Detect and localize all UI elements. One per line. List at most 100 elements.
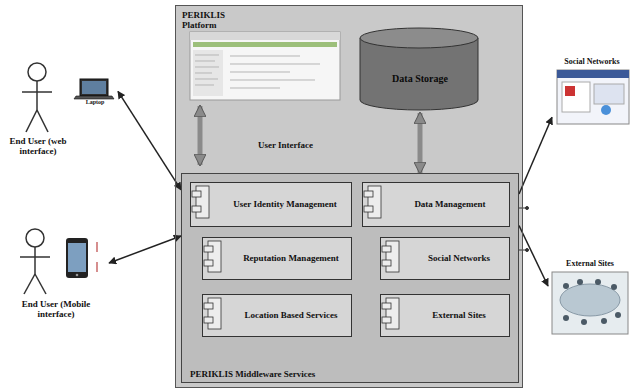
ui-screenshot xyxy=(195,61,215,62)
node-title: PERIKLIS Platform xyxy=(182,10,240,30)
ui-screenshot xyxy=(193,50,223,96)
component-icon xyxy=(382,303,391,309)
external-sites-picture xyxy=(563,283,569,289)
external-sites-picture xyxy=(615,312,621,318)
connector xyxy=(418,113,423,173)
node-ground xyxy=(175,5,523,388)
ui-screenshot xyxy=(195,79,218,80)
node-title: External Sites xyxy=(548,260,632,269)
connector xyxy=(118,91,181,190)
node-title: External Sites xyxy=(415,310,503,320)
stick-figure xyxy=(20,256,50,258)
storage-cylinder xyxy=(360,28,478,110)
ui-screenshot xyxy=(190,32,340,100)
external-sites-picture xyxy=(552,272,628,334)
stick-figure xyxy=(28,63,46,81)
ui-screenshot xyxy=(230,80,315,81)
connector xyxy=(109,236,181,263)
laptop-icon xyxy=(74,96,114,99)
stick-figure xyxy=(36,81,38,110)
phone-icon xyxy=(96,262,97,272)
component-icon xyxy=(382,246,391,252)
external-system: External Sites xyxy=(548,258,632,338)
stick-figure xyxy=(20,229,50,294)
external-sites-picture xyxy=(595,279,601,285)
component-box: Reputation Management xyxy=(202,237,352,280)
node-title: Data Storage xyxy=(392,73,448,84)
component-icon xyxy=(192,206,201,212)
node-ground xyxy=(380,237,510,280)
connector xyxy=(519,117,552,194)
laptop-icon xyxy=(74,79,114,99)
external-sites-picture xyxy=(581,319,587,325)
storage-cylinder: Data Storage xyxy=(361,28,479,113)
component-icon xyxy=(204,260,213,266)
node-ground xyxy=(181,173,519,383)
component-icon xyxy=(364,206,373,212)
component-box: Data Management xyxy=(362,182,510,227)
ui-screenshot xyxy=(230,72,290,73)
ui-screenshot xyxy=(195,67,219,68)
component-icon xyxy=(204,303,213,309)
stick-figure xyxy=(35,274,46,294)
component-icon xyxy=(204,317,213,323)
node-title: PERIKLIS Middleware Services xyxy=(190,369,315,379)
external-system: Social Networks xyxy=(552,56,632,128)
ui-screenshot xyxy=(195,85,214,86)
phone-icon xyxy=(68,243,86,272)
ui-screenshot xyxy=(230,88,280,89)
node-title: Social Networks xyxy=(552,58,632,67)
ui-double-arrow xyxy=(198,106,203,165)
stick-figure xyxy=(24,274,35,294)
component-box: User Identity Management xyxy=(190,182,352,227)
component-icon xyxy=(364,191,373,197)
social-network-picture xyxy=(601,105,611,115)
component-icon xyxy=(192,191,201,197)
stick-figure xyxy=(26,110,37,132)
component-icon xyxy=(382,317,391,323)
middleware-box: PERIKLIS Middleware Services User Identit… xyxy=(181,173,519,383)
node-ground xyxy=(362,182,510,227)
port-stub xyxy=(526,207,529,210)
external-sites-picture xyxy=(577,279,583,285)
ui-screenshot xyxy=(195,55,320,88)
node-ground xyxy=(380,294,510,337)
stick-figure xyxy=(34,247,36,274)
social-network-picture xyxy=(557,70,629,124)
component-box: External Sites xyxy=(380,294,510,337)
platform-box: PERIKLIS PlatformData StoragePERIKLIS Mi… xyxy=(175,5,523,388)
node-ground xyxy=(202,294,352,337)
laptop-icon xyxy=(82,81,106,94)
phone-icon xyxy=(96,242,97,252)
node-title: End User (Mobile interface) xyxy=(3,299,109,319)
external-sites-picture xyxy=(563,315,569,321)
external-sites-picture xyxy=(560,284,620,316)
port-stub xyxy=(526,249,529,252)
stick-figure xyxy=(22,63,52,132)
node-title: Laptop xyxy=(72,99,118,106)
social-network-picture xyxy=(557,70,629,124)
external-sites-picture xyxy=(552,272,628,334)
node-ground xyxy=(202,237,352,280)
storage-cylinder xyxy=(360,38,478,110)
component-icon xyxy=(382,260,391,266)
component-box: Location Based Services xyxy=(202,294,352,337)
storage-cylinder xyxy=(360,28,478,48)
social-network-picture xyxy=(594,84,624,104)
ui-screenshot xyxy=(195,73,212,74)
social-network-picture xyxy=(557,70,629,78)
phone-icon xyxy=(66,238,97,278)
ui-screenshot xyxy=(193,42,337,47)
phone-icon xyxy=(66,238,88,278)
ui-screenshot xyxy=(190,32,340,100)
external-sites-picture xyxy=(601,318,607,324)
node-ground xyxy=(190,182,352,227)
ui-screenshot xyxy=(230,56,300,57)
laptop-device: Laptop xyxy=(72,76,118,110)
node-title: Data Management xyxy=(397,199,503,209)
ui-screenshot xyxy=(195,55,219,56)
node-title: End User (web interface) xyxy=(2,136,74,156)
actor-figure: End User (web interface) xyxy=(2,60,74,170)
